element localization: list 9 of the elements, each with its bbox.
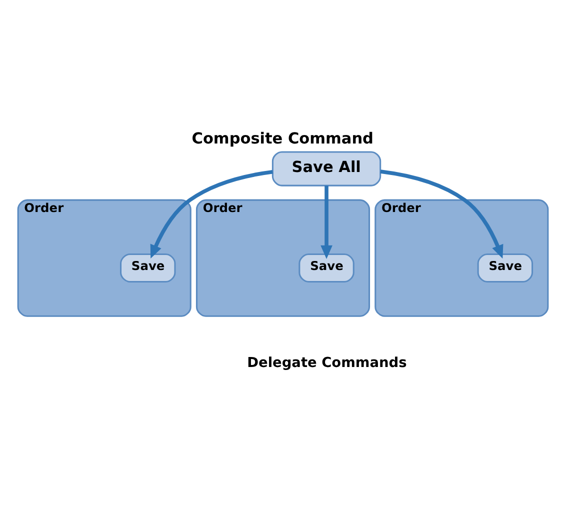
arrow bbox=[380, 170, 504, 259]
node-box: Save bbox=[120, 254, 176, 283]
label: Delegate Commands bbox=[247, 354, 407, 371]
node-box: Save bbox=[477, 254, 534, 283]
diagram-title: Composite Command bbox=[192, 130, 374, 148]
arrow bbox=[320, 186, 332, 259]
node-box: Save bbox=[298, 254, 354, 283]
arrow bbox=[150, 170, 273, 259]
node-box: Save All bbox=[272, 151, 382, 186]
